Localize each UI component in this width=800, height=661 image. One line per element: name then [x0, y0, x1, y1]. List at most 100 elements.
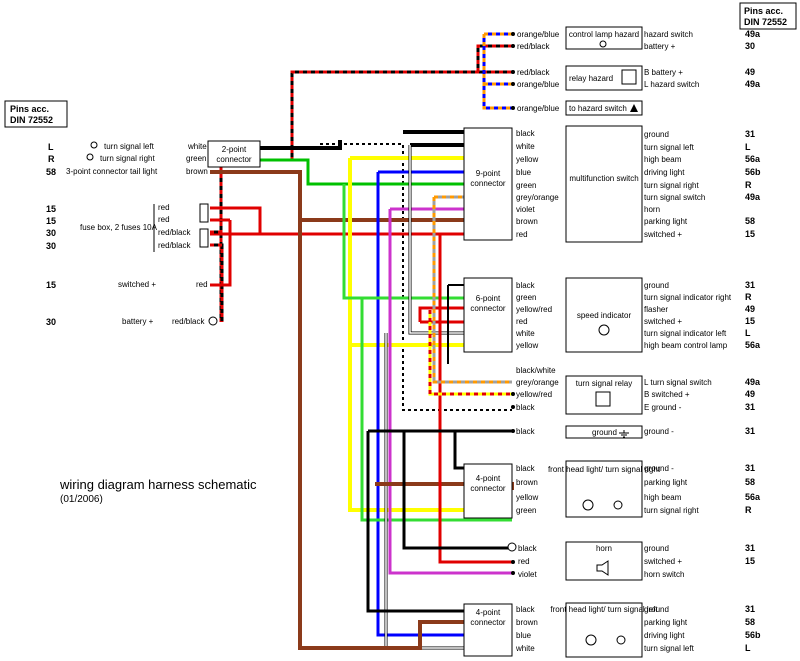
right-pin-number: 49a — [745, 79, 761, 89]
wire-brown-2pt — [210, 170, 512, 222]
left-pin-4: 15 — [46, 216, 56, 226]
top-wire-4: orange/blue — [517, 104, 560, 113]
right-pin-number: 49a — [745, 377, 761, 387]
right-pin-number: L — [745, 328, 751, 338]
component-relay-hazard: relay hazard — [565, 65, 643, 91]
c6-wire-5: yellow — [516, 341, 538, 350]
c4a-wire-0: black — [516, 464, 536, 473]
relay-wire-3: black — [516, 403, 536, 412]
c4a-wire-labels: black brown yellow green — [516, 464, 538, 515]
right-pin-number: 58 — [745, 477, 755, 487]
terminal-dots — [511, 32, 515, 575]
horn-icon — [596, 560, 609, 576]
left-label-0: turn signal left — [104, 142, 155, 151]
c4b-wire-1: brown — [516, 618, 538, 627]
right-pin-label: B switched + — [644, 390, 690, 399]
c4b-wire-2: blue — [516, 631, 532, 640]
pins-header-right: Pins acc. DIN 72552 — [739, 2, 797, 30]
wire-fuse-red — [210, 206, 262, 234]
turn-lamp-icon — [616, 635, 626, 645]
c6-wire-3: red — [516, 317, 528, 326]
component-speed: speed indicator — [565, 277, 643, 353]
right-pin-label: E ground - — [644, 403, 682, 412]
right-pin-number: 31 — [745, 129, 755, 139]
right-pin-label: high beam control lamp — [644, 341, 728, 350]
left-pin-7: 15 — [46, 280, 56, 290]
wire-yellowred-dash — [428, 310, 512, 396]
c6-wire-1: green — [516, 293, 536, 302]
horn-label: horn — [596, 544, 612, 553]
left-wire-8: red/black — [172, 317, 205, 326]
component-hazard-switch: to hazard switch — [565, 100, 643, 116]
top-wire-0: orange/blue — [517, 30, 560, 39]
right-pin-number: 31 — [745, 604, 755, 614]
connector-4point-right: 4-point connector — [463, 463, 513, 519]
right-pin-label: turn signal right — [644, 181, 699, 190]
c9-wire-7: brown — [516, 217, 538, 226]
component-turn-relay: turn signal relay — [565, 375, 643, 415]
right-pin-number: 56a — [745, 154, 761, 164]
warning-triangle-icon — [630, 104, 638, 112]
ground-label: ground — [592, 428, 617, 437]
right-pin-label: parking light — [644, 618, 688, 627]
right-pin-label: turn signal indicator right — [644, 293, 732, 302]
relay-wire-2: yellow/red — [516, 390, 552, 399]
right-pin-number: 49a — [745, 192, 761, 202]
right-pin-label: high beam — [644, 493, 682, 502]
turn-relay-label: turn signal relay — [576, 379, 632, 388]
c4b-line1: 4-point — [476, 608, 501, 617]
right-pin-label: switched + — [644, 557, 682, 566]
wire-black-dashed — [320, 143, 512, 411]
right-pin-label: parking light — [644, 217, 688, 226]
relay-wire-0: black/white — [516, 366, 556, 375]
right-pin-label: battery + — [644, 42, 676, 51]
right-pin-label: turn signal right — [644, 506, 699, 515]
right-pin-number: 49 — [745, 389, 755, 399]
left-pin-5: 30 — [46, 228, 56, 238]
control-lamp-label: control lamp hazard — [569, 30, 639, 39]
right-pin-number: L — [745, 643, 751, 653]
left-wire-3: red — [158, 203, 170, 212]
relay-hazard-label: relay hazard — [569, 74, 613, 83]
right-pin-label: ground — [644, 544, 669, 553]
c4a-line2: connector — [470, 484, 505, 493]
c4b-wire-3: white — [515, 644, 535, 653]
ground-icon — [619, 430, 629, 438]
c9-wire-5: grey/orange — [516, 193, 559, 202]
wire-greyorange-relay-dash — [432, 197, 512, 384]
right-pin-label: L turn signal switch — [644, 378, 712, 387]
relay-icon — [621, 69, 637, 85]
left-label-2: 3-point connector tail light — [66, 167, 158, 176]
left-label-7: switched + — [118, 280, 156, 289]
right-pin-label: turn signal left — [644, 644, 695, 653]
left-wire-5: red/black — [158, 228, 191, 237]
relay-icon — [595, 391, 611, 407]
horn-wire-labels: black red violet — [518, 544, 538, 579]
right-pin-number: 56a — [745, 340, 761, 350]
c4a-wire-3: green — [516, 506, 536, 515]
front-right-label: front head light/ turn signal right — [548, 465, 661, 474]
connector-6point: 6-point connector — [463, 277, 513, 353]
right-pin-number: 58 — [745, 216, 755, 226]
c4a-wire-1: brown — [516, 478, 538, 487]
c9-wire-labels: black white yellow blue green grey/orang… — [515, 129, 559, 239]
c9-wire-3: blue — [516, 168, 532, 177]
component-front-right: front head light/ turn signal right — [548, 460, 661, 518]
right-pin-number: 31 — [745, 543, 755, 553]
c9-wire-0: black — [516, 129, 536, 138]
left-wire-7: red — [196, 280, 208, 289]
top-wire-2: red/black — [517, 68, 550, 77]
right-pin-number: 56b — [745, 630, 761, 640]
left-pin-6: 30 — [46, 241, 56, 251]
wire-fuse-redblack-dash — [210, 230, 224, 322]
c9-line1: 9-point — [476, 169, 501, 178]
connector-2point: 2-point connector — [207, 140, 261, 168]
c4b-wire-labels: black brown blue white — [515, 605, 538, 653]
right-pin-label: driving light — [644, 631, 685, 640]
c9-wire-1: white — [515, 142, 535, 151]
fuse-icon-2 — [199, 228, 209, 248]
speed-label: speed indicator — [577, 311, 632, 320]
headlight-icon — [582, 499, 594, 511]
